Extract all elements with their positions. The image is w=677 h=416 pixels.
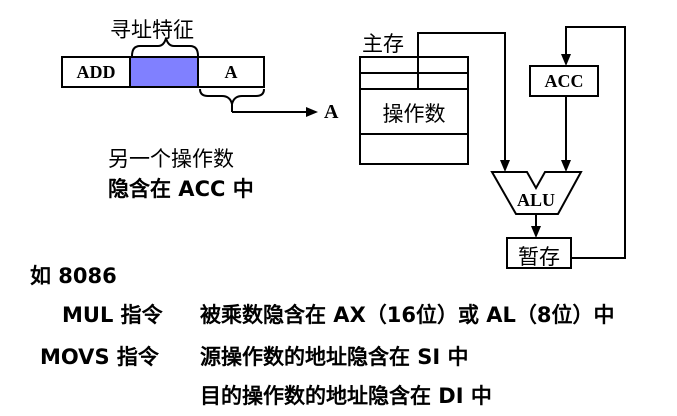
addressing-feature-label: 寻址特征 [110,18,194,42]
main-memory [359,56,469,165]
addressing-feature-field [129,56,199,88]
temp-register-box [506,237,572,269]
opcode-label: ADD [76,62,116,82]
example-row-3-desc: 目的操作数的地址隐含在 DI 中 [200,384,492,408]
example-row-2-desc: 源操作数的地址隐含在 SI 中 [200,345,469,369]
alu-shape [490,171,583,215]
note-line2: 隐含在 ACC 中 [108,177,254,201]
instruction-format [61,56,265,88]
address-brace [199,88,265,105]
example-row-1-instr: MUL 指令 [62,303,163,327]
address-label: A [224,62,238,82]
memory-to-alu-line [417,32,506,166]
feature-brace [131,37,199,57]
acc-label: ACC [544,71,584,91]
example-row-2-instr: MOVS 指令 [40,345,159,369]
temp-register-label: 暂存 [518,245,560,269]
acc-box [529,65,599,97]
operand-cell-label: 操作数 [382,102,446,126]
pointer-label: A [324,101,339,123]
examples-heading: 如 8086 [30,264,117,288]
example-row-1-desc: 被乘数隐含在 AX（16位）或 AL（8位）中 [200,303,615,327]
memory-title: 主存 [362,32,404,56]
address-field [197,56,265,88]
note-line1: 另一个操作数 [108,147,234,171]
feedback-line [565,26,626,259]
alu-label: ALU [516,190,555,210]
operand-cell [359,88,469,135]
